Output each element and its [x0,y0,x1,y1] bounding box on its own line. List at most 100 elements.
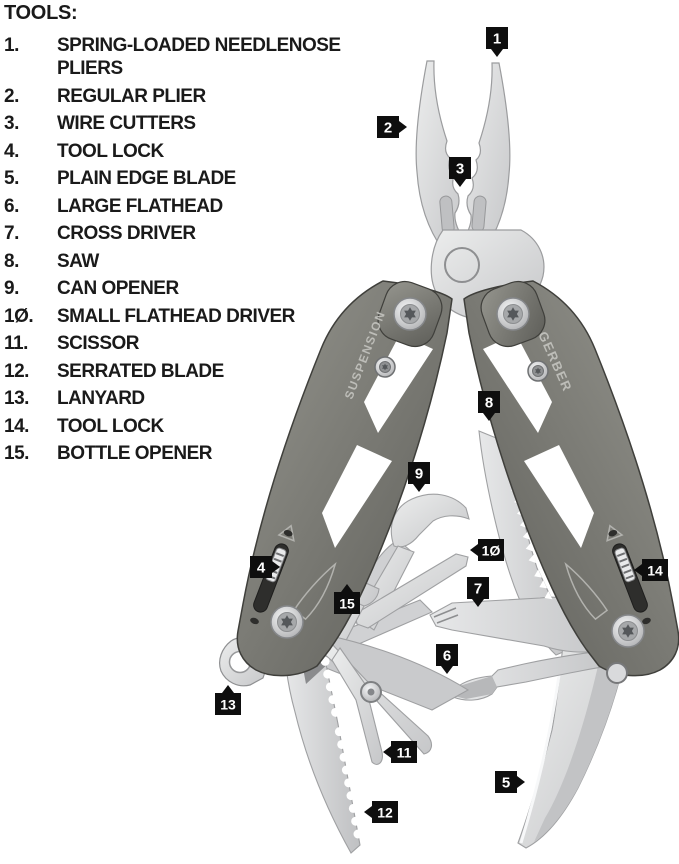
tools-list-items: 1.SPRING-LOADED NEEDLENOSE PLIERS 2. REGUL… [4,34,358,465]
marker-8: 8 [478,391,500,421]
pivot-screw-right [497,298,529,330]
tool-item-number: 9. [4,278,19,299]
tool-item-label: CROSS DRIVER [57,223,196,244]
marker-label: 15 [339,596,355,612]
serration-scallop [334,727,344,737]
tool-item-number: 2. [4,85,19,107]
marker-1Ø: 1Ø [470,539,504,561]
tool-list-item: 6.LARGE FLATHEAD [4,195,358,218]
marker-6: 6 [436,644,458,674]
marker-label: 8 [485,395,493,412]
marker-9: 9 [408,462,430,492]
tool-item-label: CAN OPENER [57,278,179,299]
tool-item-number: 13. [4,388,29,409]
small-flathead-driver [354,553,469,629]
handle-right [463,280,679,677]
blade-grind-shadow [534,657,625,842]
tool-item-label: SMALL FLATHEAD DRIVER [57,305,295,327]
serration-scallop [331,707,341,717]
saw-tooth-notch [528,554,537,564]
tool-item-label: LANYARD [57,388,145,409]
saw-tooth-notch [539,580,548,589]
marker-3: 3 [449,157,471,187]
marker-label: 1 [493,31,501,48]
marker-12: 12 [364,801,398,823]
tool-item-label: SERRATED BLADE [57,360,224,382]
marker-7: 7 [467,577,489,607]
marker-label: 14 [647,563,663,579]
tool-list-item: 7.CROSS DRIVER [4,222,358,245]
wire-cutter-right [471,195,487,233]
serration-scallop [351,816,361,826]
tool-item-label: SPRING-LOADED NEEDLENOSE PLIERS [57,35,341,79]
cross-driver-grooves [433,607,459,624]
marker-label: 2 [384,120,392,137]
marker-5: 5 [495,771,525,793]
gerber-fin-etch-right [564,561,609,621]
serration-scallop [348,803,358,813]
needlenose-jaw-right [460,62,511,253]
blade-edge-highlight [519,659,563,844]
tool-item-number: 3. [4,113,19,134]
serration-scallop [339,752,349,762]
marker-label: 1Ø [482,543,501,559]
serration-scallop [353,829,363,839]
lock-triangle-etch-right [606,524,624,542]
tool-item-number: 15. [4,443,29,464]
tool-item-number: 11. [4,333,28,354]
scissor-blade-lower [331,647,383,765]
tool-list-item: 15.BOTTLE OPENER [4,442,358,465]
tool-item-label: SCISSOR [57,333,140,354]
pivot-circle [444,247,480,283]
tool-item-number: 1Ø. [4,305,34,327]
can-opener [390,493,470,548]
tool-list-item: 3. WIRE CUTTERS [4,112,358,135]
tools-list-title: TOOLS: [4,2,78,24]
tool-list-item: 1.SPRING-LOADED NEEDLENOSE PLIERS [4,34,358,80]
serration-scallop [346,791,356,801]
saw-tooth-notch [534,569,543,578]
tool-list-item: 5. PLAIN EDGE BLADE [4,167,358,190]
tool-list-item: 8.SAW [4,250,358,273]
tool-list-item: 1Ø. SMALL FLATHEAD DRIVER [4,305,358,328]
marker-label: 13 [220,697,236,713]
tool-list-item: 13. LANYARD [4,387,358,410]
bottom-screw-left [271,606,303,638]
marker-1: 1 [486,27,508,57]
tool-list-item: 4.TOOL LOCK [4,140,358,163]
gerber-fin-etch-left [292,561,337,621]
small-screw-left [375,357,395,377]
blade-pivot-right [606,662,628,684]
serration-scallop [323,669,333,679]
serration-scallop [337,739,347,749]
pliers-head [415,60,545,321]
tool-item-number: 8. [4,250,19,272]
tool-list-item: 14.TOOL LOCK [4,415,358,438]
tool-item-number: 6. [4,195,19,217]
saw-tooth-notch [525,542,534,552]
marker-label: 6 [443,648,451,665]
serration-scallop [328,695,338,705]
tool-item-label: WIRE CUTTERS [57,113,196,134]
tool-item-label: REGULAR PLIER [57,85,206,107]
scissor-pivot-dot [367,688,375,696]
marker-14: 14 [634,559,668,581]
tool-item-number: 5. [4,168,19,189]
tool-list-item: 11. SCISSOR [4,332,358,355]
marker-13: 13 [215,685,241,715]
marker-label: 7 [474,581,482,598]
marker-label: 4 [257,560,266,577]
serration-scallop [325,682,335,692]
tool-item-label: TOOL LOCK [57,140,164,162]
marker-label: 5 [502,775,510,792]
marker-4: 4 [250,556,280,578]
tool-item-label: PLAIN EDGE BLADE [57,168,236,189]
needlenose-jaw-left [415,60,466,251]
serration-scallop [344,778,354,788]
marker-label: 9 [415,466,423,483]
marker-11: 11 [383,741,417,763]
large-flathead-tip [454,676,497,699]
tool-list-item: 2. REGULAR PLIER [4,85,358,108]
marker-label: 12 [377,805,393,821]
